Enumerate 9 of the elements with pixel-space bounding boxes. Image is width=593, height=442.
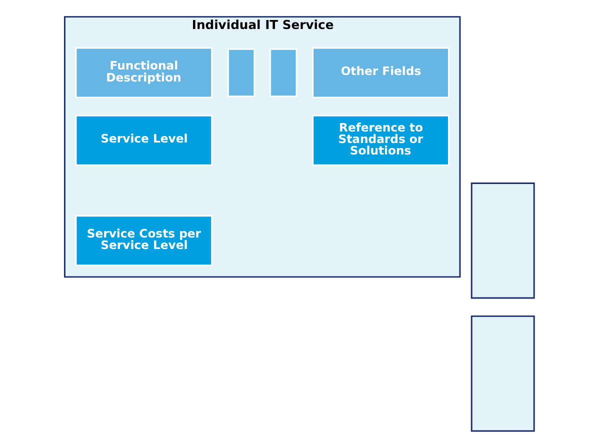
node-box: Service Level	[75, 114, 213, 166]
node-box	[227, 48, 256, 98]
node-box: Reference to Standards or Solutions	[312, 114, 450, 166]
node-box	[470, 315, 535, 432]
node-box: Other Fields	[312, 47, 450, 98]
node-box: Service Costs per Service Level	[75, 215, 213, 266]
node-box	[270, 48, 298, 98]
node-box: Functional Description	[75, 47, 213, 98]
node-box	[470, 182, 535, 299]
